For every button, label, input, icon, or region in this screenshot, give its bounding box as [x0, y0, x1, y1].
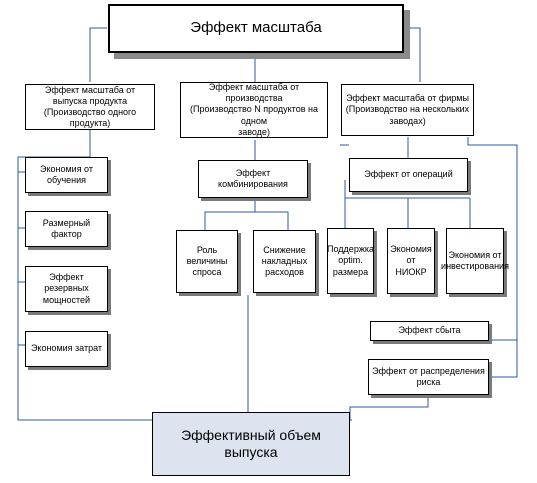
overhead-box: Снижение накладных расходов — [253, 230, 316, 293]
reserve-capacity-box: Эффект резервных мощностей — [25, 266, 108, 312]
branch-firm-box: Эффект масштаба от фирмы (Производство н… — [341, 84, 474, 136]
learning-box: Экономия от обучения — [25, 157, 108, 193]
investment-box: Экономия от инвестирования — [441, 228, 509, 294]
connector-title-to-product — [89, 27, 107, 82]
operations-box: Эффект от операций — [349, 158, 468, 192]
connector-operations-to-children — [344, 180, 471, 228]
connector-combination-to-children — [204, 200, 289, 232]
connector-product-spine — [17, 130, 152, 421]
branch-production-box: Эффект масштаба от производства (Произво… — [180, 82, 328, 138]
optimal-size-box: Поддержка optim. размера — [327, 228, 374, 294]
cost-economy-box: Экономия затрат — [25, 331, 108, 367]
combination-box: Эффект комбинирования — [198, 160, 308, 198]
demand-role-box: Роль величины спроса — [176, 230, 238, 293]
branch-product-box: Эффект масштаба от выпуска продукта (Про… — [25, 84, 155, 130]
sales-box: Эффект сбыта — [370, 321, 489, 341]
connector-firm-right-spine — [467, 137, 518, 341]
risk-box: Эффект от распределения риска — [368, 359, 489, 395]
connector-title-to-firm — [404, 27, 421, 82]
connector-product-items — [18, 171, 25, 346]
size-factor-box: Размерный фактор — [25, 211, 108, 247]
result-box: Эффективный объем выпуска — [152, 412, 350, 476]
connector-risk-to-result — [349, 340, 518, 421]
title-box: Эффект масштаба — [108, 4, 404, 53]
rnd-box: Экономия от НИОКР — [387, 228, 435, 294]
